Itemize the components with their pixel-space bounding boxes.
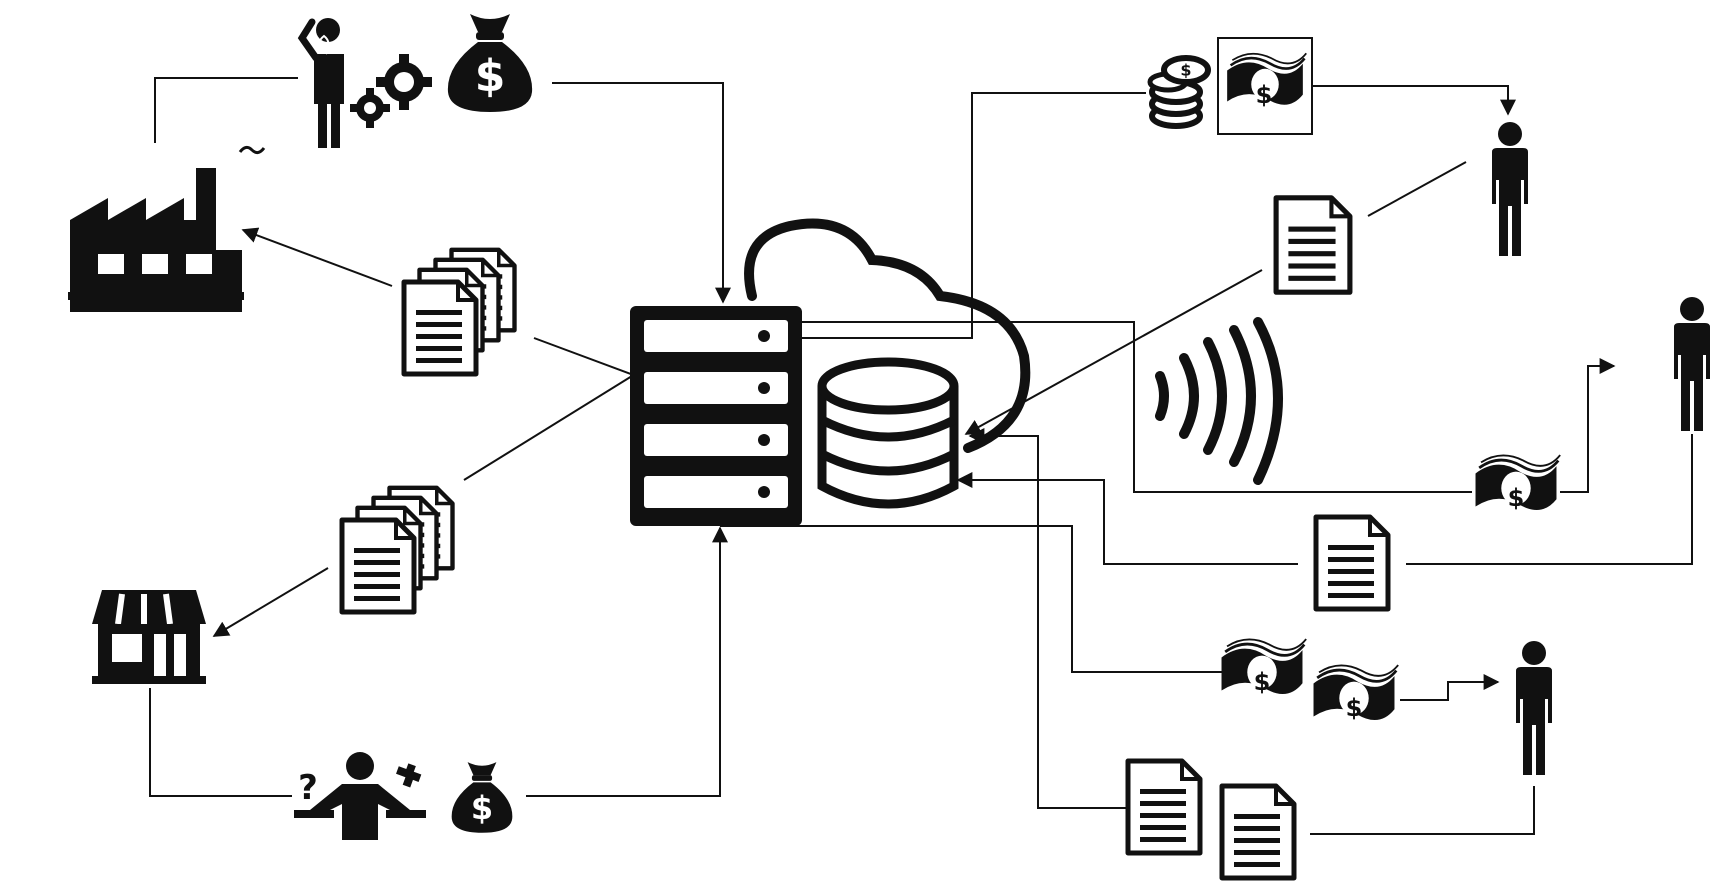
connector-server-to-notes — [800, 321, 1472, 493]
document-icon — [1222, 786, 1294, 878]
coin-stack-icon: $ — [1147, 55, 1211, 129]
connector-docs-to-factory — [241, 227, 393, 287]
confused-person-with-puzzle-icon: ? — [294, 752, 426, 840]
connector-bottom-bag-to-server — [526, 526, 728, 797]
factory-icon — [68, 145, 266, 312]
connector-store-to-consultant — [149, 688, 292, 797]
banknote-stack-icon: $ — [1312, 663, 1400, 722]
person-icon — [1492, 122, 1528, 256]
connector-person-1-to-doc — [1367, 161, 1467, 217]
connector-notes-to-person-3 — [1400, 674, 1500, 701]
banknote-stack-icon: $ — [1474, 453, 1562, 512]
connectors — [149, 77, 1693, 835]
connector-docs-to-database — [968, 428, 1126, 809]
money-bag-icon: $ — [451, 762, 513, 833]
connector-server-to-upper-docs — [533, 337, 637, 377]
connector-server-to-lower-docs — [463, 375, 633, 481]
connector-docs-to-store — [212, 567, 329, 637]
storefront-icon — [92, 590, 206, 684]
person-icon — [1674, 297, 1710, 431]
banknote-stack-icon: $ — [1217, 37, 1313, 135]
dollar-symbol: $ — [475, 51, 506, 102]
dollar-symbol: $ — [1254, 668, 1271, 696]
connector-notes-to-person-1 — [1312, 85, 1516, 116]
document-icon — [1128, 761, 1200, 853]
wireless-signal-icon — [1155, 317, 1283, 485]
connector-person-3-to-docs — [1310, 786, 1535, 835]
connector-bag-to-server — [552, 82, 731, 304]
question-mark: ? — [298, 768, 318, 808]
connector-server-to-notes-pair — [720, 525, 1222, 673]
dollar-symbol: $ — [1180, 61, 1191, 80]
document-stack-icon — [404, 250, 515, 374]
connector-server-to-coins — [800, 92, 1146, 339]
connector-factory-to-worker — [154, 77, 298, 143]
money-bag-icon: $ — [447, 14, 533, 112]
connector-notes-to-person-2 — [1560, 358, 1616, 493]
document-icon — [1276, 198, 1350, 292]
dollar-symbol: $ — [1508, 484, 1525, 512]
dollar-symbol: $ — [471, 789, 493, 827]
connector-person-2-to-doc — [1406, 434, 1693, 565]
person-icon — [1516, 641, 1552, 775]
dollar-symbol: $ — [1256, 81, 1273, 109]
banknote-stack-icon: $ — [1220, 637, 1308, 696]
worker-with-gears-icon — [297, 18, 432, 148]
document-stack-icon — [342, 488, 453, 612]
cloud-icon — [744, 218, 1031, 453]
server-rack-icon — [630, 306, 802, 526]
connector-doc-to-database-2 — [956, 472, 1298, 565]
dollar-symbol: $ — [1346, 694, 1363, 722]
database-icon — [817, 357, 959, 509]
document-icon — [1316, 517, 1388, 609]
